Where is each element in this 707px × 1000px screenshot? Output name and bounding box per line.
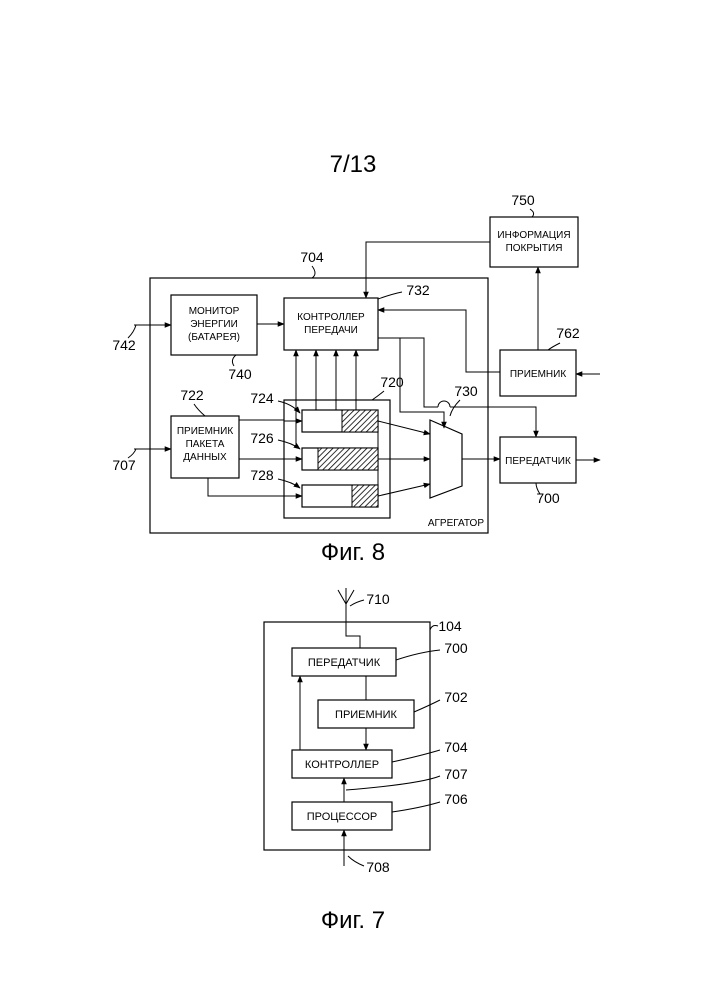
ref-762: 762 <box>556 325 580 341</box>
coverage-info-label-2: ПОКРЫТИЯ <box>506 243 563 254</box>
leader-104 <box>430 626 438 631</box>
aggregator-label: АГРЕГАТОР <box>428 518 484 529</box>
f7-controller-label: КОНТРОЛЛЕР <box>305 759 379 771</box>
ref-724: 724 <box>250 390 274 406</box>
tx-controller-label-1: КОНТРОЛЛЕР <box>297 312 365 323</box>
f7-ref-706: 706 <box>444 791 468 807</box>
f7-receiver-label: ПРИЕМНИК <box>335 709 397 721</box>
ref-707: 707 <box>112 457 136 473</box>
packet-receiver-label-1: ПРИЕМНИК <box>177 426 233 437</box>
leader-750 <box>530 209 534 217</box>
f7-transmitter-label: ПЕРЕДАТЧИК <box>308 657 381 669</box>
f7-ref-708: 708 <box>366 859 390 875</box>
energy-monitor-label-2: ЭНЕРГИИ <box>190 319 238 330</box>
queue-726-fill <box>318 448 378 470</box>
f7-ref-702: 702 <box>444 689 468 705</box>
energy-monitor-label-1: МОНИТОР <box>189 306 240 317</box>
page-number: 7/13 <box>330 151 377 178</box>
f7-ref-700: 700 <box>444 640 468 656</box>
leader-762 <box>548 343 560 350</box>
queue-724-fill <box>342 410 378 432</box>
packet-receiver-label-2: ПАКЕТА <box>186 439 225 450</box>
f7-processor-label: ПРОЦЕССОР <box>307 811 378 823</box>
ref-726: 726 <box>250 430 274 446</box>
figure-7: 104 710 ПЕРЕДАТЧИК 700 ПРИЕМНИК 702 КОНТ… <box>264 588 468 934</box>
ref-722: 722 <box>180 387 204 403</box>
f7-ref-704: 704 <box>444 739 468 755</box>
ref-704: 704 <box>300 249 324 265</box>
tx-controller-label-2: ПЕРЕДАЧИ <box>304 325 358 336</box>
leader-710 <box>350 600 364 606</box>
leader-704 <box>312 266 315 278</box>
ref-750: 750 <box>511 192 535 208</box>
ref-710: 710 <box>366 591 390 607</box>
coverage-info-box <box>490 217 578 267</box>
receiver-label: ПРИЕМНИК <box>510 369 566 380</box>
ref-728: 728 <box>250 467 274 483</box>
figure-8: 704 ИНФОРМАЦИЯ ПОКРЫТИЯ 750 МОНИТОР ЭНЕР… <box>112 192 600 566</box>
multiplexer-730 <box>430 420 462 498</box>
ref-104: 104 <box>438 618 462 634</box>
f7-ref-707: 707 <box>444 766 468 782</box>
f7-leader-708 <box>348 856 364 866</box>
queue-728-fill <box>352 485 378 507</box>
coverage-info-label-1: ИНФОРМАЦИЯ <box>497 230 570 241</box>
ref-732: 732 <box>406 282 430 298</box>
tx-controller-box <box>284 298 378 350</box>
energy-monitor-label-3: (БАТАРЕЯ) <box>188 332 240 343</box>
ref-740: 740 <box>228 366 252 382</box>
ref-730: 730 <box>454 383 478 399</box>
ref-742: 742 <box>112 337 136 353</box>
transmitter-label: ПЕРЕДАТЧИК <box>505 456 571 467</box>
ref-700: 700 <box>536 490 560 506</box>
figure-8-caption: Фиг. 8 <box>321 539 385 566</box>
figure-7-caption: Фиг. 7 <box>321 907 385 934</box>
packet-receiver-label-3: ДАННЫХ <box>183 452 227 463</box>
